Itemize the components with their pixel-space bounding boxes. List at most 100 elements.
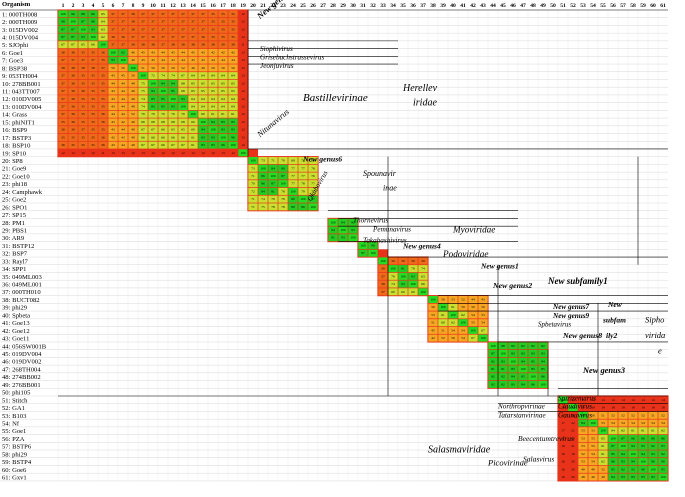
heatmap-cell [198,95,208,103]
cell-value: 36 [61,50,65,54]
cell-value: 87 [491,352,495,356]
cell-value: 65 [191,81,195,85]
cell-value: 70 [161,112,165,116]
taxon-label: Pemunavirus [372,226,411,234]
cell-value: 79 [271,197,275,201]
taxon-label: Siophivirus [260,45,293,53]
heatmap-cell [238,110,248,118]
cell-value: 84 [511,375,515,379]
cell-value: 42 [211,50,215,54]
heatmap-cell [448,295,458,304]
heatmap-cell [98,118,108,126]
cell-value: 14 [651,398,655,402]
cell-value: 37 [151,27,155,31]
taxon-label: Spizizenvirus [558,395,596,403]
heatmap-cell [558,465,568,473]
heatmap-cell [278,164,288,172]
cell-value: 55 [591,436,595,440]
cell-value: 61 [601,444,605,448]
heatmap-cell [638,427,648,435]
heatmap-cell [418,265,428,273]
cell-value: 35 [211,12,215,16]
heatmap-cell [148,72,158,80]
cell-value: 16 [561,460,565,464]
cell-value: 66 [421,282,425,286]
cell-value: 18 [631,406,635,410]
column-number: 23 [280,3,286,9]
cell-value: 100 [440,305,445,309]
cell-value: 37 [201,27,205,31]
heatmap-cell [298,172,308,180]
cell-value: 37 [151,20,155,24]
heatmap-cell [188,64,198,72]
cell-value: 71 [271,159,275,163]
column-number: 32 [370,3,376,9]
heatmap-cell [218,79,228,87]
heatmap-cell [218,126,228,134]
heatmap-cell [588,434,598,442]
cell-value: 35 [101,74,105,78]
heatmap-cell [128,33,138,41]
cell-value: 82 [501,375,505,379]
column-number: 35 [400,3,406,9]
heatmap-cell [248,164,258,172]
heatmap-cell [168,56,178,64]
heatmap-cell [228,56,238,64]
heatmap-cell [368,249,378,257]
cell-value: 14 [661,398,665,402]
heatmap-cell [98,87,108,95]
heatmap-cell [468,334,478,342]
cell-value: 85 [611,467,615,471]
cell-value: 36 [201,35,205,39]
taxon-label: Spounavir [363,169,397,178]
cell-value: 73 [261,159,265,163]
cell-value: 35 [231,20,235,24]
cell-value: 52 [581,452,585,456]
heatmap-cell [528,365,538,373]
cell-value: 87 [61,27,65,31]
heatmap-cell [88,72,98,80]
cell-value: 81 [401,267,405,271]
cell-value: 67 [181,74,185,78]
cell-value: 60 [401,290,405,294]
heatmap-cell [538,342,548,350]
cell-value: 68 [311,159,315,163]
cell-value: 53 [581,460,585,464]
row-label: 44: 056SW001B [2,343,47,350]
column-number: 61 [660,3,666,9]
cell-value: 19 [591,406,595,410]
heatmap-cell [58,18,68,26]
cell-value: 53 [481,313,485,317]
cell-value: 37 [101,66,105,70]
heatmap-cell [98,25,108,33]
heatmap-cell [78,95,88,103]
heatmap-cell [108,79,118,87]
taxon-label: Northropvirinae [497,402,546,410]
heatmap-cell [98,126,108,134]
cell-value: 86 [611,460,615,464]
heatmap-cell [198,25,208,33]
heatmap-cell [298,203,308,211]
cell-value: 44 [231,58,235,62]
cell-value: 35 [221,35,225,39]
heatmap-cell [168,64,178,72]
cell-value: 83 [201,143,205,147]
heatmap-cell [658,396,668,404]
heatmap-cell [198,133,208,141]
cell-value: 79 [411,267,415,271]
heatmap-cell [288,195,298,203]
heatmap-cell [98,110,108,118]
taxon-label: Jeonjuvirus [260,62,294,70]
cell-value: 100 [460,321,465,325]
heatmap-cell [78,126,88,134]
heatmap-cell [168,87,178,95]
cell-value: 64 [211,74,215,78]
heatmap-cell [638,473,648,481]
heatmap-cell [88,41,98,49]
cell-value: 100 [250,159,255,163]
heatmap-cell [468,303,478,311]
row-label: 28: PM1 [2,220,25,227]
heatmap-cell [388,257,398,265]
cell-value: 87 [81,20,85,24]
